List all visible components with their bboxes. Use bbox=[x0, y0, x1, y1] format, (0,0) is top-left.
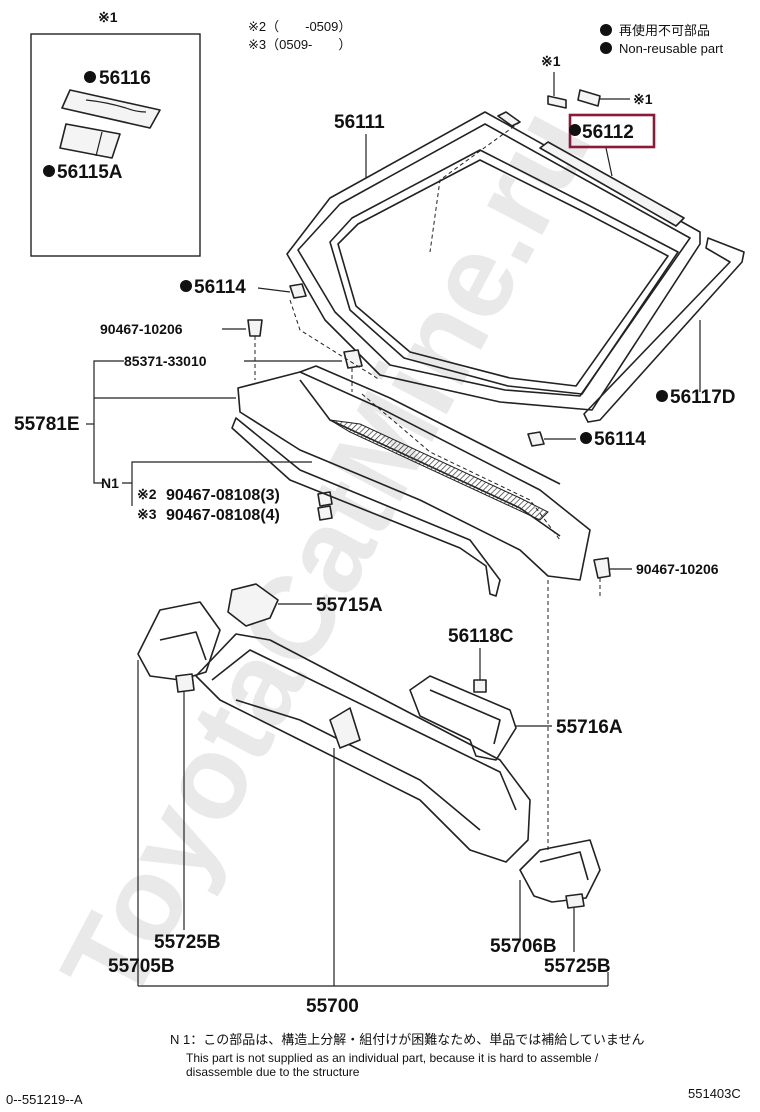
label-56116: 56116 bbox=[99, 68, 151, 89]
label-56118c: 56118C bbox=[448, 626, 514, 647]
non-reusable-dot-56115a bbox=[43, 165, 55, 177]
footer-left-code: 0--551219--A bbox=[6, 1092, 83, 1107]
range-note-2: ※2（ -0509） bbox=[248, 19, 351, 34]
non-reusable-dot-56114-b bbox=[580, 432, 592, 444]
clip-90467-10206-a bbox=[247, 319, 263, 337]
watermark: ToyotaCatMine.ru bbox=[36, 88, 616, 1022]
bracket-55716a bbox=[409, 675, 517, 761]
non-reusable-dot-56112 bbox=[569, 124, 581, 136]
n1-note-en-2: disassemble due to the structure bbox=[186, 1065, 360, 1079]
label-n1: N1 bbox=[101, 475, 119, 491]
label-55706b: 55706B bbox=[490, 936, 557, 957]
legend-jp: 再使用不可部品 bbox=[619, 23, 710, 38]
label-56114-b: 56114 bbox=[594, 429, 646, 450]
marker-2: ※2 bbox=[137, 486, 157, 502]
seal-55725b-left bbox=[175, 673, 195, 693]
clip-part-right bbox=[577, 89, 601, 107]
nozzle-85371 bbox=[343, 349, 363, 369]
label-55715a: 55715A bbox=[316, 595, 383, 616]
inset-marker: ※1 bbox=[98, 9, 118, 25]
label-55725b-b: 55725B bbox=[544, 956, 611, 977]
label-55700: 55700 bbox=[306, 996, 359, 1017]
clip-part-top bbox=[547, 95, 567, 109]
label-56115a: 56115A bbox=[57, 162, 123, 183]
non-reusable-dot-56116 bbox=[84, 71, 96, 83]
legend-dot-jp bbox=[600, 24, 612, 36]
legend-dot-en bbox=[600, 42, 612, 54]
clip-56114-a bbox=[289, 283, 307, 299]
side-panel-55706b bbox=[519, 839, 601, 903]
windshield-glass bbox=[286, 111, 701, 411]
cowl-seal-strip bbox=[231, 417, 501, 597]
part-56115a-shape bbox=[59, 123, 121, 159]
label-56117d: 56117D bbox=[670, 387, 736, 408]
part-56116-detail bbox=[85, 99, 147, 113]
marker-clip: ※1 bbox=[633, 91, 653, 107]
clip-56118c bbox=[473, 679, 487, 693]
label-85371-33010: 85371-33010 bbox=[124, 353, 207, 369]
label-56112: 56112 bbox=[582, 122, 634, 143]
seal-55725b-right bbox=[565, 893, 585, 909]
label-90467-10206-b: 90467-10206 bbox=[636, 561, 719, 577]
clip-56114-b bbox=[527, 431, 545, 447]
label-55705b: 55705B bbox=[108, 956, 175, 977]
windshield-molding-line bbox=[329, 149, 679, 395]
cowl-louver-grille bbox=[329, 419, 549, 521]
n1-note-en-1: This part is not supplied as an individu… bbox=[186, 1051, 599, 1065]
label-56114-a: 56114 bbox=[194, 277, 246, 298]
label-55725b-a: 55725B bbox=[154, 932, 221, 953]
part-56112-shape bbox=[539, 141, 685, 227]
label-90467-10206-a: 90467-10206 bbox=[100, 321, 183, 337]
label-55716a: 55716A bbox=[556, 717, 623, 738]
windshield-inner-edge bbox=[297, 123, 691, 397]
cowl-louver-55781e bbox=[237, 371, 591, 581]
side-panel-55705b bbox=[137, 601, 221, 681]
part-56117d-shape bbox=[583, 237, 745, 423]
label-90467-08108-3: 90467-08108(3) bbox=[166, 487, 280, 504]
marker-3: ※3 bbox=[137, 506, 157, 522]
non-reusable-dot-56117d bbox=[656, 390, 668, 402]
label-56111: 56111 bbox=[334, 112, 385, 133]
legend-en: Non-reusable part bbox=[619, 41, 723, 56]
part-56116-shape bbox=[61, 89, 161, 129]
footer-right-code: 551403C bbox=[688, 1086, 741, 1101]
inset-box bbox=[30, 33, 201, 257]
range-note-3: ※3（0509- ） bbox=[248, 37, 351, 52]
n1-note-jp: N 1：この部品は、構造上分解・組付けが困難なため、単品では補給していません bbox=[170, 1032, 644, 1047]
clip-90467-10206-b bbox=[593, 557, 611, 579]
label-55781e: 55781E bbox=[14, 414, 80, 435]
label-90467-08108-4: 90467-08108(4) bbox=[166, 507, 280, 524]
bracket-55715a bbox=[227, 583, 279, 627]
marker-top: ※1 bbox=[541, 53, 561, 69]
clip-90467-08108-4 bbox=[317, 505, 333, 521]
non-reusable-dot-56114-a bbox=[180, 280, 192, 292]
cowl-panel-55700 bbox=[195, 633, 531, 863]
windshield-molding-inner bbox=[337, 159, 669, 387]
